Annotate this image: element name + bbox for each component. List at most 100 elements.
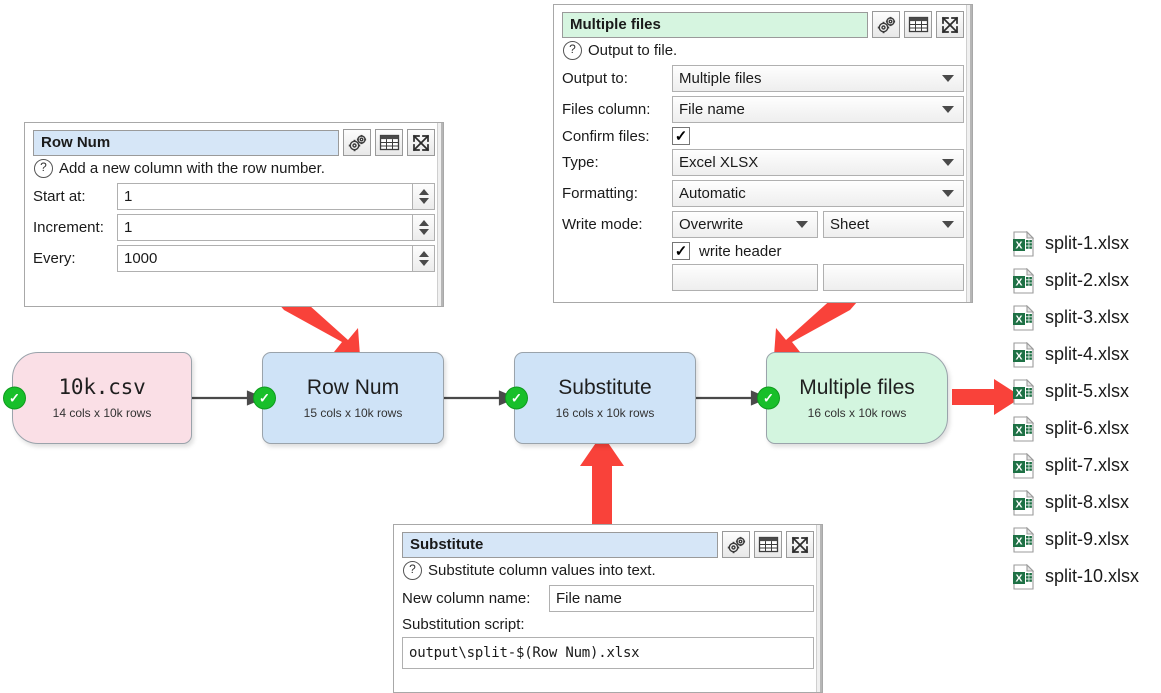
list-item[interactable]: split-8.xlsx xyxy=(1013,484,1139,521)
panel-substitute[interactable]: Substitute ? Substitute column values in… xyxy=(393,524,823,693)
gears-icon[interactable] xyxy=(343,129,371,156)
status-badge-ok: ✓ xyxy=(3,386,26,410)
list-item[interactable]: split-4.xlsx xyxy=(1013,336,1139,373)
flow-node-multiple-files[interactable]: ✓ Multiple files 16 cols x 10k rows xyxy=(757,352,948,444)
start-at-stepper[interactable] xyxy=(413,183,435,210)
panel-row-num[interactable]: Row Num ? Add a new column with the row … xyxy=(24,122,444,307)
flow-node-subtitle: 16 cols x 10k rows xyxy=(807,406,907,420)
field-row-output-to: Output to: Multiple files xyxy=(562,65,964,92)
panel-scrollbar[interactable] xyxy=(436,123,443,306)
field-row-partial xyxy=(562,264,964,291)
list-item[interactable]: split-1.xlsx xyxy=(1013,225,1139,262)
status-badge-ok: ✓ xyxy=(757,386,780,410)
list-item[interactable]: split-2.xlsx xyxy=(1013,262,1139,299)
output-to-value: Multiple files xyxy=(679,70,762,87)
chevron-down-icon xyxy=(942,75,954,82)
chevron-down-icon xyxy=(942,190,954,197)
files-column-select[interactable]: File name xyxy=(672,96,964,123)
status-badge-ok: ✓ xyxy=(253,386,276,410)
flow-node-row-num[interactable]: ✓ Row Num 15 cols x 10k rows xyxy=(253,352,444,444)
output-file-list: split-1.xlsx split-2.xlsx split-3.xlsx s… xyxy=(1013,225,1139,595)
every-input[interactable]: 1000 xyxy=(117,245,413,272)
write-header-checkbox[interactable]: ✓ xyxy=(672,242,690,260)
list-item[interactable]: split-9.xlsx xyxy=(1013,521,1139,558)
field-label: Increment: xyxy=(33,219,104,236)
flow-node-substitute[interactable]: ✓ Substitute 16 cols x 10k rows xyxy=(505,352,696,444)
field-label: Every: xyxy=(33,250,76,267)
table-icon[interactable] xyxy=(754,531,782,558)
file-name: split-1.xlsx xyxy=(1045,233,1130,253)
file-name: split-2.xlsx xyxy=(1045,270,1130,290)
formatting-select[interactable]: Automatic xyxy=(672,180,964,207)
type-select[interactable]: Excel XLSX xyxy=(672,149,964,176)
field-row-increment: Increment: 1 xyxy=(33,214,435,241)
help-icon[interactable]: ? xyxy=(563,41,582,60)
panel-title-field[interactable]: Multiple files xyxy=(562,11,868,38)
field-label: Type: xyxy=(562,154,599,171)
excel-file-icon xyxy=(1013,489,1034,516)
help-icon[interactable]: ? xyxy=(403,561,422,580)
list-item[interactable]: split-6.xlsx xyxy=(1013,410,1139,447)
flow-node-title: Substitute xyxy=(558,376,652,399)
table-icon[interactable] xyxy=(904,11,932,38)
write-header-label: write header xyxy=(699,242,782,260)
excel-file-icon xyxy=(1013,230,1034,257)
file-name: split-6.xlsx xyxy=(1045,418,1130,438)
excel-file-icon xyxy=(1013,267,1034,294)
panel-row-num-titlebar: Row Num xyxy=(33,129,435,156)
new-column-name-input[interactable]: File name xyxy=(549,585,814,612)
list-item[interactable]: split-3.xlsx xyxy=(1013,299,1139,336)
panel-title-field[interactable]: Substitute xyxy=(402,531,718,558)
write-mode-select[interactable]: Overwrite xyxy=(672,211,818,238)
field-label: Formatting: xyxy=(562,185,638,202)
list-item[interactable]: split-5.xlsx xyxy=(1013,373,1139,410)
write-mode-value: Overwrite xyxy=(679,216,744,233)
increment-input[interactable]: 1 xyxy=(117,214,413,241)
excel-file-icon xyxy=(1013,526,1034,553)
flow-node-subtitle: 16 cols x 10k rows xyxy=(555,406,655,420)
panel-scrollbar[interactable] xyxy=(815,525,822,692)
help-icon[interactable]: ? xyxy=(34,159,53,178)
panel-multiple-files[interactable]: Multiple files ? Output to file. Output … xyxy=(553,4,973,303)
field-label: Output to: xyxy=(562,70,628,87)
expand-icon[interactable] xyxy=(936,11,964,38)
panel-description: ? Output to file. xyxy=(563,41,964,60)
chevron-down-icon xyxy=(942,159,954,166)
every-stepper[interactable] xyxy=(413,245,435,272)
partial-select-right[interactable] xyxy=(823,264,964,291)
panel-scrollbar[interactable] xyxy=(965,5,972,302)
panel-title-field[interactable]: Row Num xyxy=(33,129,339,156)
confirm-files-checkbox[interactable]: ✓ xyxy=(672,127,690,145)
field-row-write-header: ✓ write header xyxy=(562,242,964,260)
file-name: split-7.xlsx xyxy=(1045,455,1130,475)
file-name: split-10.xlsx xyxy=(1045,566,1140,586)
list-item[interactable]: split-10.xlsx xyxy=(1013,558,1139,595)
expand-icon[interactable] xyxy=(786,531,814,558)
partial-select-left[interactable] xyxy=(672,264,818,291)
sheet-select[interactable]: Sheet xyxy=(823,211,964,238)
gears-icon[interactable] xyxy=(722,531,750,558)
table-icon[interactable] xyxy=(375,129,403,156)
flow-node-subtitle: 14 cols x 10k rows xyxy=(52,406,152,420)
excel-file-icon xyxy=(1013,341,1034,368)
panel-description-text: Substitute column values into text. xyxy=(428,562,656,579)
substitution-script-input[interactable]: output\split-$(Row Num).xlsx xyxy=(402,637,814,669)
increment-stepper[interactable] xyxy=(413,214,435,241)
file-name: split-3.xlsx xyxy=(1045,307,1130,327)
panel-description-text: Add a new column with the row number. xyxy=(59,160,325,177)
output-to-select[interactable]: Multiple files xyxy=(672,65,964,92)
excel-file-icon xyxy=(1013,378,1034,405)
field-row-start-at: Start at: 1 xyxy=(33,183,435,210)
files-column-value: File name xyxy=(679,101,745,118)
panel-multiple-files-titlebar: Multiple files xyxy=(562,11,964,38)
flow-node-subtitle: 15 cols x 10k rows xyxy=(303,406,403,420)
start-at-input[interactable]: 1 xyxy=(117,183,413,210)
flow-node-source[interactable]: ✓ 10k.csv 14 cols x 10k rows xyxy=(3,352,192,444)
gears-icon[interactable] xyxy=(872,11,900,38)
expand-icon[interactable] xyxy=(407,129,435,156)
status-badge-ok: ✓ xyxy=(505,386,528,410)
list-item[interactable]: split-7.xlsx xyxy=(1013,447,1139,484)
annotation-arrow-output-files xyxy=(952,379,1022,415)
field-row-confirm-files: Confirm files: ✓ xyxy=(562,127,964,145)
formatting-value: Automatic xyxy=(679,185,746,202)
